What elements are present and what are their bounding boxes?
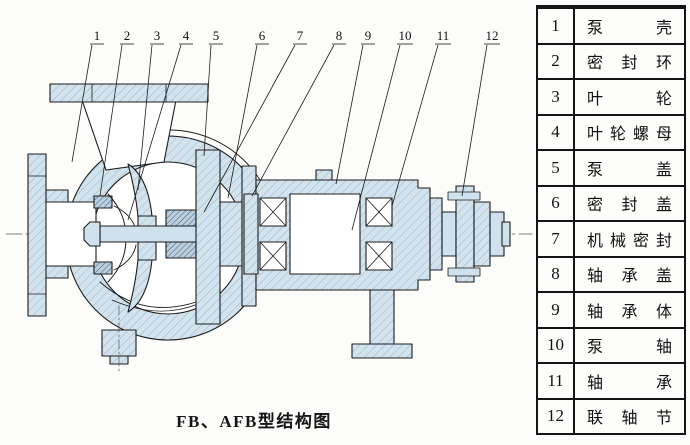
seal-ring — [93, 195, 113, 209]
table-row: 12 联轴节 — [538, 397, 684, 434]
volute-curve-2 — [111, 299, 199, 312]
bearing-cover-left — [243, 193, 259, 275]
part-name-text: 密封盖 — [587, 197, 672, 215]
table-row: 9 轴承体 — [538, 291, 684, 327]
part-name-text: 机械密封 — [587, 232, 672, 250]
callout-number: 6 — [259, 28, 266, 43]
table-row: 10 泵轴 — [538, 326, 684, 363]
part-name: 泵壳 — [575, 9, 684, 43]
part-number: 8 — [538, 257, 575, 291]
mechanical-seal — [165, 209, 197, 227]
bearing-right — [365, 197, 393, 271]
discharge-flange — [49, 83, 209, 103]
parts-table: 1 泵壳 2 密封环 3 叶轮 4 — [536, 5, 686, 435]
part-number: 9 — [538, 293, 575, 327]
part-name: 轴承盖 — [575, 258, 684, 292]
oil-plug — [315, 169, 333, 181]
seal-gland — [219, 201, 243, 267]
part-name-text: 泵壳 — [587, 19, 672, 37]
callout-number: 12 — [486, 28, 499, 43]
part-name-text: 密封环 — [587, 55, 672, 73]
part-number: 4 — [538, 115, 575, 149]
table-row: 7 机械密封 — [538, 220, 684, 256]
part-name: 联轴节 — [575, 400, 684, 434]
table-row: 4 叶轮螺母 — [538, 113, 684, 150]
part-name: 叶轮 — [575, 80, 684, 114]
mechanical-seal — [165, 241, 197, 259]
part-name: 轴承 — [575, 364, 684, 398]
part-name: 机械密封 — [575, 222, 684, 256]
callout-number: 3 — [154, 28, 161, 43]
leader-lines — [71, 43, 500, 231]
part-name-text: 叶轮螺母 — [587, 126, 672, 144]
part-number: 3 — [538, 80, 575, 114]
callout-number: 10 — [399, 28, 412, 43]
bearing-cover-right — [429, 197, 443, 271]
part-number: 1 — [538, 9, 575, 43]
callout-number: 5 — [213, 28, 220, 43]
part-name-text: 泵盖 — [587, 161, 672, 179]
suction-flange — [27, 153, 47, 317]
part-name: 轴承体 — [575, 293, 684, 327]
seal-ring — [93, 261, 113, 275]
part-name-text: 轴承体 — [587, 303, 672, 321]
part-number: 6 — [538, 186, 575, 220]
part-name: 泵轴 — [575, 329, 684, 363]
part-name: 泵盖 — [575, 151, 684, 185]
support-foot — [369, 289, 395, 345]
table-row: 2 密封环 — [538, 42, 684, 79]
bearing-housing-cavity — [289, 193, 361, 275]
impeller-blade — [113, 244, 137, 271]
diagram-caption: FB、AFB型结构图 — [176, 412, 332, 431]
table-row: 1 泵壳 — [538, 7, 684, 43]
callout-numbers: 1 2 3 4 5 6 7 8 9 10 11 12 — [94, 28, 499, 43]
part-name: 叶轮螺母 — [575, 116, 684, 150]
part-name: 密封盖 — [575, 187, 684, 221]
part-name-text: 轴承 — [587, 374, 672, 392]
table-row: 5 泵盖 — [538, 149, 684, 185]
drawing-geometry — [5, 83, 533, 373]
callout-number: 4 — [183, 28, 190, 43]
table-row: 11 轴承 — [538, 362, 684, 398]
callout-number: 2 — [124, 28, 131, 43]
part-name-text: 叶轮 — [587, 90, 672, 108]
pump-structure-diagram: 1 2 3 4 5 6 7 8 9 10 11 12 — [5, 28, 533, 373]
part-name: 密封环 — [575, 45, 684, 79]
part-number: 2 — [538, 44, 575, 78]
part-number: 10 — [538, 328, 575, 362]
table-row: 8 轴承盖 — [538, 255, 684, 292]
part-name-text: 联轴节 — [587, 410, 672, 428]
table-row: 3 叶轮 — [538, 78, 684, 114]
discharge-passage — [81, 99, 177, 171]
part-name-text: 轴承盖 — [587, 268, 672, 286]
coupling — [441, 185, 511, 283]
pump-cover — [195, 149, 221, 325]
callout-number: 7 — [297, 28, 304, 43]
table-row: 6 密封盖 — [538, 184, 684, 221]
callout-number: 8 — [336, 28, 343, 43]
impeller-nut — [83, 221, 101, 247]
part-number: 11 — [538, 364, 575, 398]
part-number: 7 — [538, 222, 575, 256]
bearing-left — [259, 197, 287, 271]
callout-number: 11 — [437, 28, 450, 43]
callout-number: 9 — [365, 28, 372, 43]
callout-number: 1 — [94, 28, 101, 43]
part-name-text: 泵轴 — [587, 339, 672, 357]
part-number: 5 — [538, 151, 575, 185]
support-base — [351, 343, 413, 359]
part-number: 12 — [538, 399, 575, 433]
